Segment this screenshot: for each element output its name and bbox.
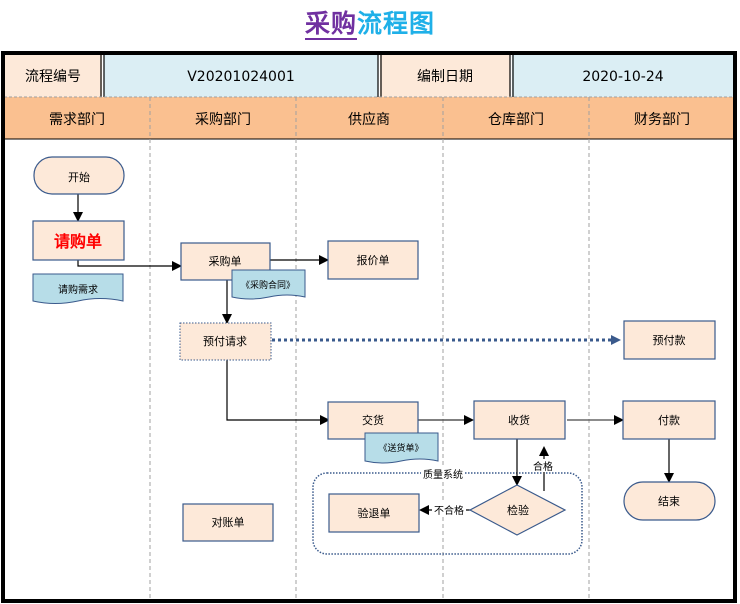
node-prepay-request[interactable]: 预付请求 bbox=[179, 322, 272, 361]
group-label-bg bbox=[421, 466, 465, 480]
process-no-value: V20201024001 bbox=[187, 69, 295, 85]
date-label: 编制日期 bbox=[417, 69, 473, 85]
node-inspect-label: 检验 bbox=[507, 503, 529, 517]
node-return-note-label: 验退单 bbox=[358, 506, 391, 520]
doc-contract-label: 《采购合同》 bbox=[241, 279, 295, 291]
process-no-value-cell bbox=[104, 54, 378, 97]
node-receive-label: 收货 bbox=[508, 413, 530, 427]
node-end[interactable]: 结束 bbox=[623, 481, 716, 521]
fail-label: 不合格 bbox=[434, 504, 464, 517]
date-label-cell bbox=[380, 54, 510, 97]
node-reconcile-label: 对账单 bbox=[212, 515, 245, 529]
node-prepay-request-label: 预付请求 bbox=[203, 335, 247, 348]
doc-delivery-note-label: 《送货单》 bbox=[378, 442, 423, 454]
date-value-cell bbox=[512, 54, 734, 97]
pass-label: 合格 bbox=[533, 460, 553, 473]
fail-label-bg bbox=[432, 503, 466, 517]
title-part-1: 采购 bbox=[304, 9, 357, 40]
node-return-note[interactable]: 验退单 bbox=[328, 493, 420, 533]
edge-request-to-po bbox=[77, 260, 182, 271]
node-delivery-label: 交货 bbox=[362, 413, 384, 427]
doc-request-need[interactable]: 请购需求 bbox=[32, 273, 124, 304]
process-no-label: 流程编号 bbox=[25, 69, 81, 85]
node-payment-label: 付款 bbox=[658, 413, 680, 427]
node-receive[interactable]: 收货 bbox=[473, 400, 566, 440]
node-end-label: 结束 bbox=[658, 495, 680, 508]
node-inspect[interactable]: 检验 bbox=[468, 484, 567, 536]
lane-supplier: 供应商 bbox=[348, 111, 390, 128]
date-value: 2020-10-24 bbox=[582, 69, 663, 85]
node-reconcile[interactable]: 对账单 bbox=[182, 503, 274, 542]
lane-header-row bbox=[4, 97, 734, 139]
doc-contract[interactable]: 《采购合同》 bbox=[231, 269, 306, 300]
edge-prepay-request-to-delivery bbox=[226, 360, 330, 425]
lane-purchasing: 采购部门 bbox=[195, 112, 251, 128]
title-part-2: 流程图 bbox=[357, 9, 436, 38]
pass-label-bg bbox=[531, 459, 555, 472]
lane-demand: 需求部门 bbox=[49, 112, 105, 128]
lane-finance: 财务部门 bbox=[634, 112, 690, 128]
node-purchase-order-label: 采购单 bbox=[209, 254, 242, 268]
lane-warehouse: 仓库部门 bbox=[488, 112, 544, 128]
node-quotation[interactable]: 报价单 bbox=[327, 240, 419, 280]
process-no-label-cell bbox=[4, 54, 102, 97]
page-title: 采购流程图 bbox=[0, 4, 740, 40]
node-prepayment-label: 预付款 bbox=[653, 333, 686, 347]
node-purchase-request-label: 请购单 bbox=[54, 232, 102, 251]
node-start[interactable]: 开始 bbox=[33, 156, 125, 195]
node-start-label: 开始 bbox=[68, 170, 90, 184]
node-prepayment[interactable]: 预付款 bbox=[623, 320, 716, 360]
node-quotation-label: 报价单 bbox=[357, 253, 390, 267]
node-payment[interactable]: 付款 bbox=[622, 400, 716, 440]
outer-frame bbox=[1, 51, 737, 603]
node-purchase-request[interactable]: 请购单 bbox=[32, 220, 125, 261]
doc-request-need-label: 请购需求 bbox=[58, 283, 98, 296]
doc-delivery-note[interactable]: 《送货单》 bbox=[364, 432, 439, 464]
quality-system-label: 质量系统 bbox=[423, 468, 463, 481]
